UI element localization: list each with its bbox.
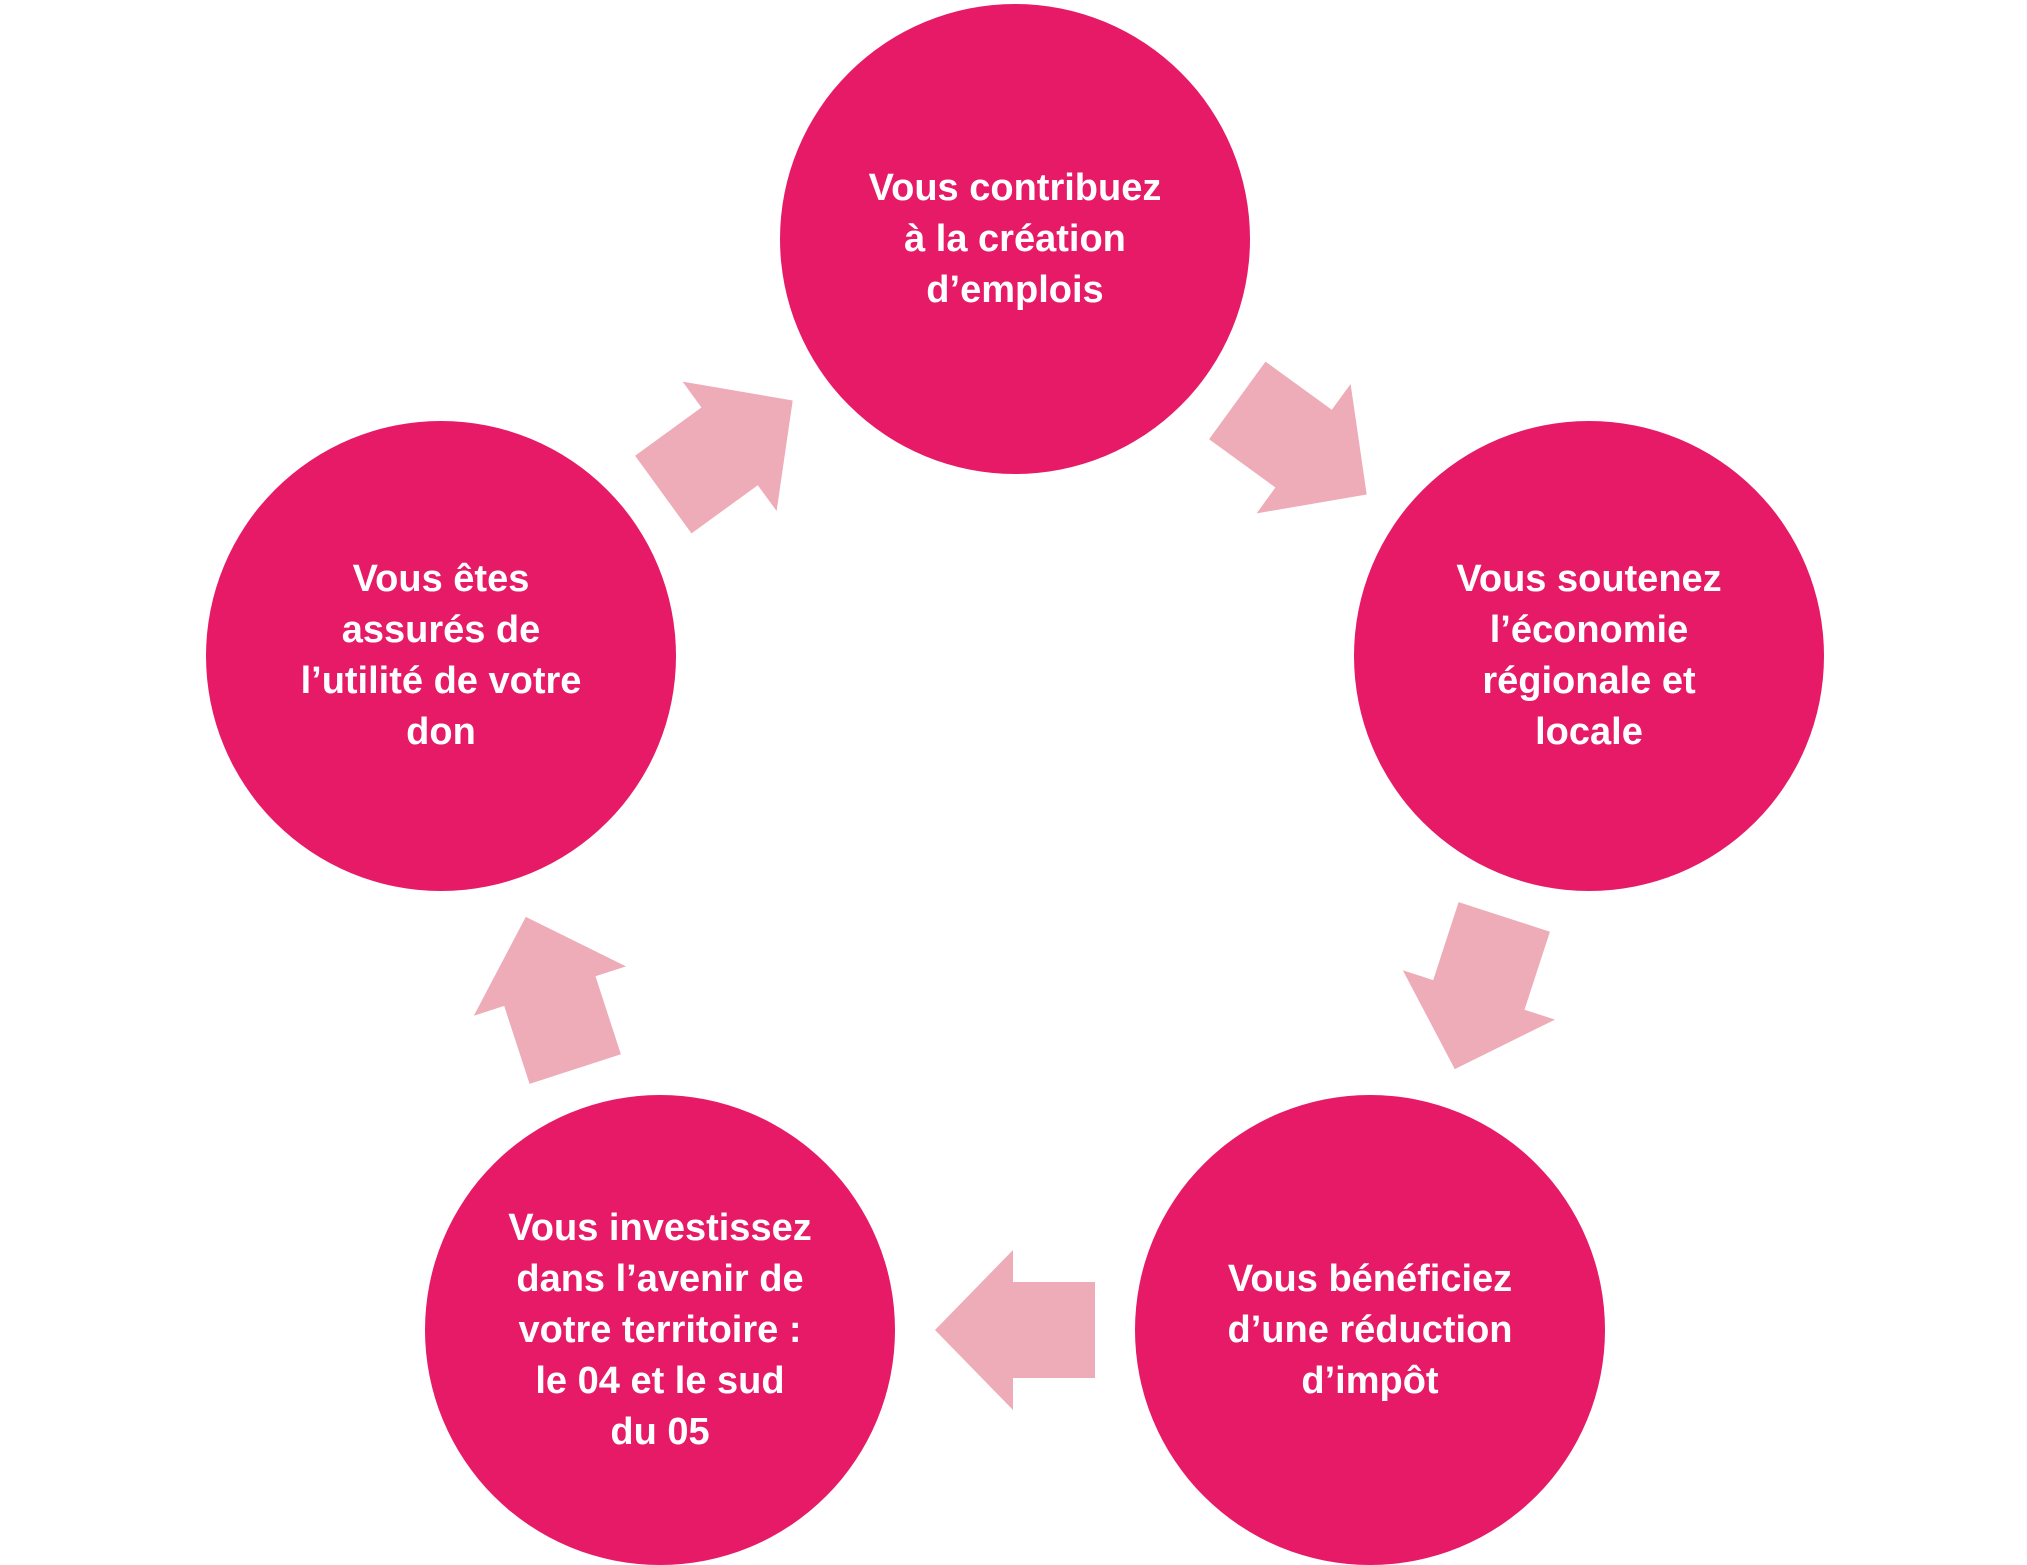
- node-label: Vous investissez dans l’avenir de votre …: [508, 1206, 812, 1453]
- cycle-node-job-creation: Vous contribuez à la création d’emplois: [780, 4, 1250, 474]
- cycle-node-regional-economy: Vous soutenez l’économie régionale et lo…: [1354, 421, 1824, 891]
- arrow-node2-to-node3: [1402, 902, 1555, 1070]
- arrow-node4-to-node5: [473, 916, 626, 1084]
- cycle-node-tax-reduction: Vous bénéficiez d’une réduction d’impôt: [1135, 1095, 1605, 1565]
- node-label: Vous bénéficiez d’une réduction d’impôt: [1227, 1257, 1513, 1402]
- node-label: Vous êtes assurés de l’utilité de votre …: [300, 558, 582, 753]
- node-label: Vous contribuez à la création d’emplois: [868, 166, 1162, 311]
- node-label: Vous soutenez l’économie régionale et lo…: [1456, 558, 1722, 753]
- arrow-node1-to-node2: [1209, 361, 1367, 514]
- arrow-node5-to-node1: [635, 381, 793, 534]
- cycle-node-donation-utility: Vous êtes assurés de l’utilité de votre …: [206, 421, 676, 891]
- arrow-node3-to-node4: [935, 1250, 1095, 1410]
- cycle-node-territory-investment: Vous investissez dans l’avenir de votre …: [425, 1095, 895, 1565]
